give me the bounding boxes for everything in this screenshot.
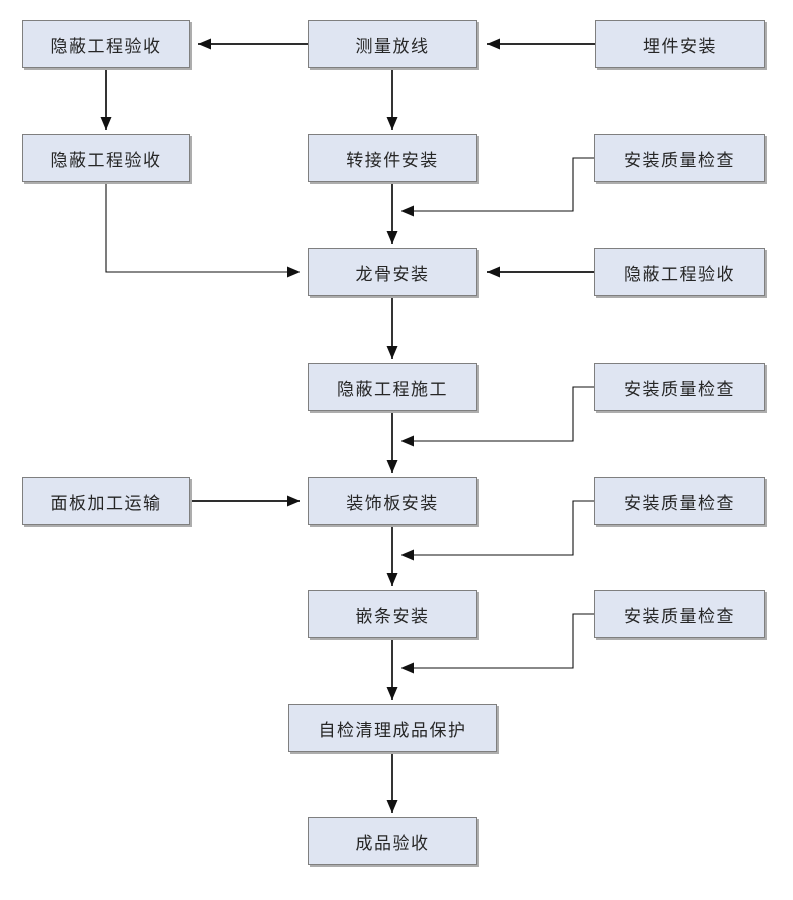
flow-node-maijian-anzhuang: 埋件安装 <box>595 20 765 68</box>
flow-node-mianban-jiagong: 面板加工运输 <box>22 477 190 525</box>
flow-node-yinbi-yanshou-1: 隐蔽工程验收 <box>22 20 190 68</box>
flow-node-zhiliang-jiancha-4: 安装质量检查 <box>594 590 765 638</box>
flow-node-label: 安装质量检查 <box>624 606 735 626</box>
flow-node-label: 龙骨安装 <box>355 264 430 284</box>
flow-node-zhiliang-jiancha-2: 安装质量检查 <box>594 363 765 411</box>
flow-node-zhuangshiban: 装饰板安装 <box>308 477 477 525</box>
flow-node-label: 隐蔽工程验收 <box>624 264 735 284</box>
flow-node-label: 装饰板安装 <box>346 493 439 513</box>
flow-node-label: 隐蔽工程施工 <box>337 379 448 399</box>
flow-node-zijian-qingli: 自检清理成品保护 <box>288 704 497 752</box>
flow-node-label: 安装质量检查 <box>624 150 735 170</box>
flow-node-label: 埋件安装 <box>643 36 717 56</box>
flow-node-label: 成品验收 <box>355 833 430 853</box>
flow-node-zhiliang-jiancha-1: 安装质量检查 <box>594 134 765 182</box>
flow-node-zhuanjiejian: 转接件安装 <box>308 134 477 182</box>
flow-node-yinbi-yanshou-2: 隐蔽工程验收 <box>22 134 190 182</box>
flow-node-longgu-anzhuang: 龙骨安装 <box>308 248 477 296</box>
flow-node-qiantiao-anzhuang: 嵌条安装 <box>308 590 477 638</box>
flow-node-label: 自检清理成品保护 <box>318 720 467 740</box>
flow-node-label: 安装质量检查 <box>624 493 735 513</box>
flow-arrow-yinbi2-to-longgu <box>105 182 300 278</box>
flow-node-label: 面板加工运输 <box>50 493 162 513</box>
flow-node-chengpin-yanshou: 成品验收 <box>308 817 477 865</box>
flow-node-zhiliang-jiancha-3: 安装质量检查 <box>594 477 765 525</box>
flow-node-label: 嵌条安装 <box>355 606 430 626</box>
flow-node-label: 安装质量检查 <box>624 379 735 399</box>
flow-node-yinbi-shigong: 隐蔽工程施工 <box>308 363 477 411</box>
flow-node-label: 转接件安装 <box>346 150 439 170</box>
flow-node-celiang-fangxian: 测量放线 <box>308 20 477 68</box>
flow-node-label: 隐蔽工程验收 <box>50 36 162 56</box>
flow-node-label: 测量放线 <box>355 36 430 56</box>
flow-node-yinbi-yanshou-3: 隐蔽工程验收 <box>594 248 765 296</box>
flow-node-label: 隐蔽工程验收 <box>50 150 162 170</box>
